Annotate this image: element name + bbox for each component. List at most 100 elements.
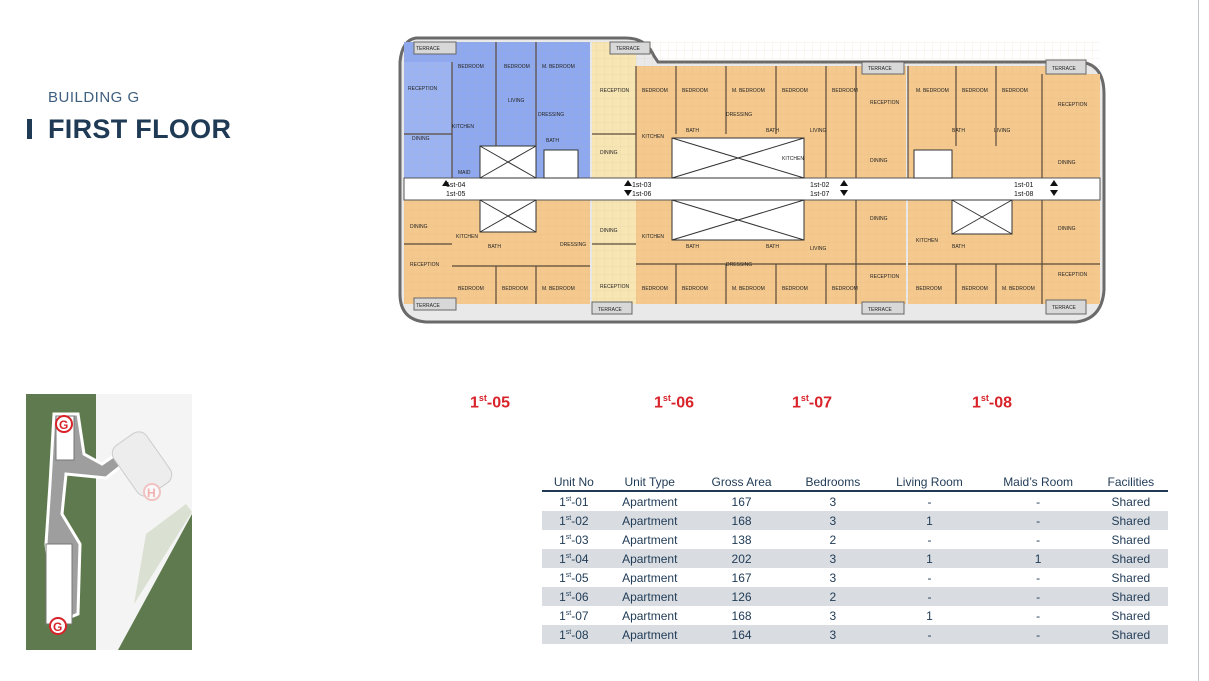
arrow-up-icon	[1050, 180, 1058, 186]
unit-type-cell: Apartment	[605, 511, 694, 530]
unit-no-cell: 1st-05	[559, 570, 589, 585]
maids-room-cell: -	[982, 511, 1094, 530]
living-room-cell: -	[876, 587, 983, 606]
living-room-cell: -	[927, 494, 932, 509]
room-label: BEDROOM	[782, 286, 808, 292]
room-label: M. BEDROOM	[732, 286, 765, 292]
facilities-cell: Shared	[1111, 570, 1151, 585]
terrace	[1045, 299, 1087, 315]
terrace	[1045, 59, 1087, 75]
room-label: DINING	[1058, 226, 1076, 232]
room-label: BATH	[766, 244, 779, 250]
room-label: DINING	[600, 150, 618, 156]
site-marker-g-south	[49, 617, 67, 635]
room-label: DINING	[600, 228, 618, 234]
room-label: BATH	[546, 138, 559, 144]
unit-marker-bottom: 1st-07	[810, 191, 830, 198]
arrow-up-icon	[442, 180, 450, 186]
column-header: Maid’s Room	[982, 475, 1094, 492]
living-room-cell: -	[927, 570, 932, 585]
bedrooms-cell: 2	[829, 532, 837, 547]
room-label: RECEPTION	[408, 86, 438, 92]
bedrooms-cell: 2	[789, 587, 877, 606]
room-label: TERRACE	[1052, 66, 1077, 72]
room-label: DINING	[410, 224, 428, 230]
arrow-up-icon	[624, 180, 632, 186]
gross-area-cell: 138	[731, 532, 752, 547]
terrace	[413, 41, 457, 55]
lift-shaft	[913, 149, 953, 179]
title-accent-bar	[27, 119, 32, 139]
bedrooms-cell: 3	[789, 511, 877, 530]
site-marker-g-north	[55, 415, 73, 433]
room-label: KITCHEN	[456, 234, 478, 240]
living-room-cell: -	[927, 532, 932, 547]
arrow-down-icon	[624, 190, 632, 196]
room-label: RECEPTION	[870, 100, 900, 106]
facilities-cell: Shared	[1111, 532, 1151, 547]
facilities-cell: Shared	[1093, 587, 1168, 606]
room-label: RECEPTION	[410, 262, 440, 268]
unit-marker-bottom: 1st-06	[632, 191, 652, 198]
room-label: DINING	[1058, 160, 1076, 166]
maids-room-cell: -	[1036, 494, 1041, 509]
room-label: M. BEDROOM	[916, 88, 949, 94]
room-label: RECEPTION	[870, 274, 900, 280]
arrow-down-icon	[840, 190, 848, 196]
unit-type-cell: Apartment	[605, 549, 694, 568]
table-header-row: Unit No Unit Type Gross Area Bedrooms Li…	[542, 475, 1168, 492]
site-label: H	[147, 486, 156, 500]
room-label: BEDROOM	[504, 64, 530, 70]
room-label: BATH	[952, 128, 965, 134]
room-label: BEDROOM	[682, 88, 708, 94]
room-label: BEDROOM	[1002, 88, 1028, 94]
room-label: BEDROOM	[682, 286, 708, 292]
site-marker-h	[143, 483, 161, 501]
room-label: RECEPTION	[600, 284, 630, 290]
facilities-cell: Shared	[1093, 511, 1168, 530]
page-edge-rule	[1198, 0, 1199, 681]
terrace	[609, 41, 651, 55]
gross-area-cell: 202	[693, 549, 790, 568]
column-header: Facilities	[1093, 475, 1168, 492]
unit-marker-top: 1st-02	[810, 182, 830, 189]
column-header: Unit No	[542, 475, 606, 492]
facilities-cell: Shared	[1093, 625, 1168, 644]
room-label: RECEPTION	[1058, 102, 1088, 108]
maids-room-cell: -	[1036, 608, 1041, 623]
room-label: BATH	[952, 244, 965, 250]
unit-marker-top: 1st-01	[1014, 182, 1034, 189]
maids-room-cell: 1	[982, 549, 1094, 568]
gross-area-cell: 126	[693, 587, 790, 606]
room-label: MAID	[458, 170, 471, 176]
unit-type-cell: Apartment	[605, 625, 694, 644]
room-label: M. BEDROOM	[542, 64, 575, 70]
room-label: BEDROOM	[832, 286, 858, 292]
maids-room-cell: -	[1036, 570, 1041, 585]
site-building-g-south	[45, 543, 73, 625]
room-label: M. BEDROOM	[1002, 286, 1035, 292]
unit-no-cell: 1st-02	[542, 511, 606, 530]
unit-callout-07: 1st-07	[792, 393, 833, 412]
unit-type-cell: Apartment	[622, 532, 678, 547]
unit-type-cell: Apartment	[605, 587, 694, 606]
arrow-down-icon	[1050, 190, 1058, 196]
room-label: RECEPTION	[1058, 272, 1088, 278]
terrace	[861, 301, 905, 315]
unit-callout-08: 1st-08	[972, 393, 1013, 412]
unit-type-cell: Apartment	[622, 608, 678, 623]
room-label: M. BEDROOM	[732, 88, 765, 94]
room-label: LIVING	[810, 128, 827, 134]
site-plan: G H G	[26, 394, 192, 650]
room-label: LIVING	[810, 246, 827, 252]
column-header: Gross Area	[693, 475, 790, 492]
bedrooms-cell: 3	[829, 570, 837, 585]
unit-callout-05: 1st-05	[470, 393, 511, 412]
central-corridor	[403, 177, 1101, 201]
room-label: BEDROOM	[642, 286, 668, 292]
column-header: Living Room	[876, 475, 983, 492]
